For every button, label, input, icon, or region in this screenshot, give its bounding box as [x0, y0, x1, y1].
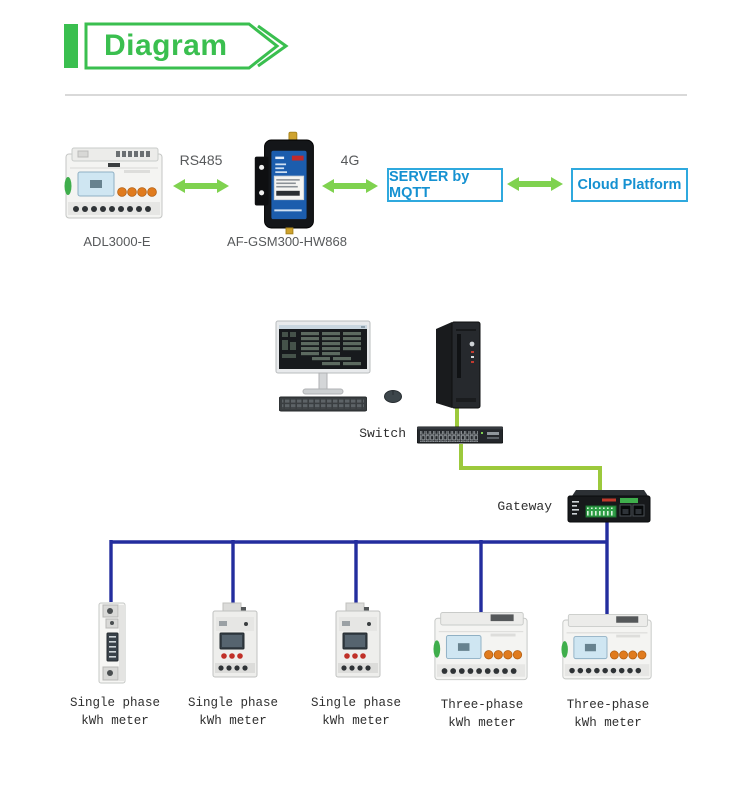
meter-caption-line2: kWh meter: [322, 713, 390, 728]
single-phase-meter-image: [335, 602, 381, 678]
server-cloud-double-arrow-icon: [507, 177, 563, 191]
meter-caption: Single phase kWh meter: [281, 695, 431, 730]
meter-caption-line1: Single phase: [69, 696, 160, 710]
meter-caption-line1: Three-phase: [440, 698, 524, 712]
meter-caption-line1: Single phase: [310, 696, 401, 710]
rs485-double-arrow-icon: [173, 179, 229, 193]
meter-caption-line2: kWh meter: [574, 715, 642, 730]
meter-caption: Three-phase kWh meter: [407, 697, 557, 732]
meter-caption-line2: kWh meter: [199, 713, 267, 728]
header-divider: [65, 94, 687, 96]
meter-caption-line2: kWh meter: [448, 715, 516, 730]
adl3000-meter-image: [64, 147, 163, 219]
three-phase-meter-image: [561, 614, 652, 680]
meter-caption-line1: Three-phase: [566, 698, 650, 712]
monitor-with-software-image: [275, 320, 371, 395]
switch-label: Switch: [359, 426, 406, 441]
gateway-label: Gateway: [497, 499, 552, 514]
meter-caption-line2: kWh meter: [81, 713, 149, 728]
fourg-double-arrow-icon: [322, 179, 378, 193]
meter-caption: Single phase kWh meter: [158, 695, 308, 730]
meter-caption-line1: Single phase: [187, 696, 278, 710]
server-tower-image: [436, 321, 481, 409]
single-phase-meter-image: [212, 602, 258, 678]
header-accent-bar: [64, 24, 78, 68]
rs485-link-label: RS485: [179, 152, 223, 168]
three-phase-meter-image: [433, 611, 528, 681]
mouse-image: [384, 390, 402, 403]
iot-gateway-image: [567, 490, 651, 523]
network-switch-image: [417, 426, 503, 444]
server-mqtt-box: SERVER by MQTT: [387, 168, 503, 202]
header-banner-arrow-icon: [84, 22, 289, 70]
cloud-platform-box: Cloud Platform: [571, 168, 688, 202]
page-title: Diagram: [104, 29, 228, 62]
af-gsm300-label: AF-GSM300-HW868: [227, 234, 347, 249]
adl3000-label: ADL3000-E: [83, 234, 151, 249]
keyboard-image: [279, 396, 367, 412]
fourg-link-label: 4G: [340, 152, 360, 168]
meter-caption: Three-phase kWh meter: [533, 697, 683, 732]
af-gsm300-modem-image: [254, 131, 314, 235]
single-phase-meter-image: [98, 602, 126, 684]
meter-caption: Single phase kWh meter: [40, 695, 190, 730]
